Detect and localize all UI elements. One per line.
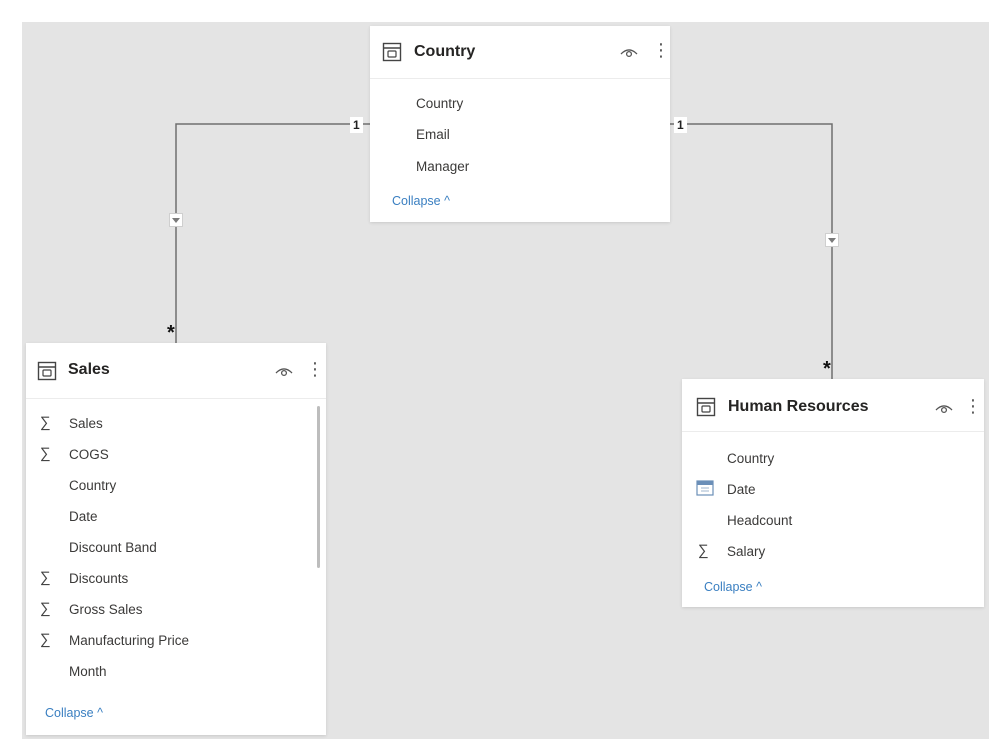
collapse-link[interactable]: Collapse ^ (704, 580, 762, 594)
table-title: Sales (68, 361, 110, 378)
field-item[interactable]: Headcount (727, 513, 793, 528)
scrollbar[interactable] (317, 406, 320, 568)
table-header[interactable]: Human Resources ⋮ (682, 379, 984, 432)
field-item[interactable]: Date (69, 509, 98, 524)
field-item[interactable]: Salary (727, 544, 766, 559)
field-item[interactable]: Month (69, 664, 107, 679)
more-options-icon[interactable]: ⋮ (964, 396, 982, 416)
field-item[interactable]: Gross Sales (69, 602, 143, 617)
relationship-one-label-sales[interactable]: 1 (350, 117, 363, 133)
field-item[interactable]: Discounts (69, 571, 129, 586)
more-options-icon[interactable]: ⋮ (306, 359, 324, 379)
table-card-country[interactable]: Country ⋮ Country Email Manager Collapse… (370, 26, 670, 222)
filter-direction-marker-sales[interactable] (169, 213, 183, 227)
field-item[interactable]: COGS (69, 447, 109, 462)
field-item[interactable]: Sales (69, 416, 103, 431)
relationship-one-label-hr[interactable]: 1 (674, 117, 687, 133)
field-item[interactable]: Country (727, 451, 775, 466)
table-title: Country (414, 43, 476, 60)
table-header[interactable]: Sales ⋮ (26, 343, 326, 399)
sigma-icon: ∑ (40, 445, 51, 462)
field-item[interactable]: Manufacturing Price (69, 633, 190, 648)
table-title: Human Resources (728, 398, 869, 415)
collapse-link[interactable]: Collapse ^ (392, 194, 450, 208)
visibility-eye-icon[interactable] (620, 45, 638, 59)
field-item[interactable]: Email (416, 127, 450, 142)
sigma-icon: ∑ (40, 414, 51, 431)
relationship-many-label-sales[interactable]: * (167, 322, 175, 344)
table-icon (696, 397, 716, 417)
visibility-eye-icon[interactable] (935, 401, 953, 415)
sigma-icon: ∑ (40, 631, 51, 648)
calendar-icon (696, 480, 714, 496)
relationship-line-country-sales (175, 123, 370, 343)
field-item[interactable]: Country (416, 96, 464, 111)
table-card-human-resources[interactable]: Human Resources ⋮ Country Date Headcount… (682, 379, 984, 607)
table-icon (382, 42, 402, 62)
relationship-many-label-hr[interactable]: * (823, 358, 831, 380)
field-item[interactable]: Country (69, 478, 117, 493)
sigma-icon: ∑ (698, 542, 709, 559)
table-header[interactable]: Country ⋮ (370, 26, 670, 79)
field-item[interactable]: Discount Band (69, 540, 157, 555)
filter-direction-marker-hr[interactable] (825, 233, 839, 247)
sigma-icon: ∑ (40, 569, 51, 586)
field-item[interactable]: Date (727, 482, 756, 497)
table-card-sales[interactable]: Sales ⋮ ∑ Sales ∑ COGS Country Date Disc… (26, 343, 326, 735)
more-options-icon[interactable]: ⋮ (652, 40, 670, 60)
relationship-line-country-hr (670, 123, 833, 379)
field-item[interactable]: Manager (416, 159, 470, 174)
collapse-link[interactable]: Collapse ^ (45, 706, 103, 720)
table-icon (37, 361, 57, 381)
visibility-eye-icon[interactable] (275, 364, 293, 378)
sigma-icon: ∑ (40, 600, 51, 617)
